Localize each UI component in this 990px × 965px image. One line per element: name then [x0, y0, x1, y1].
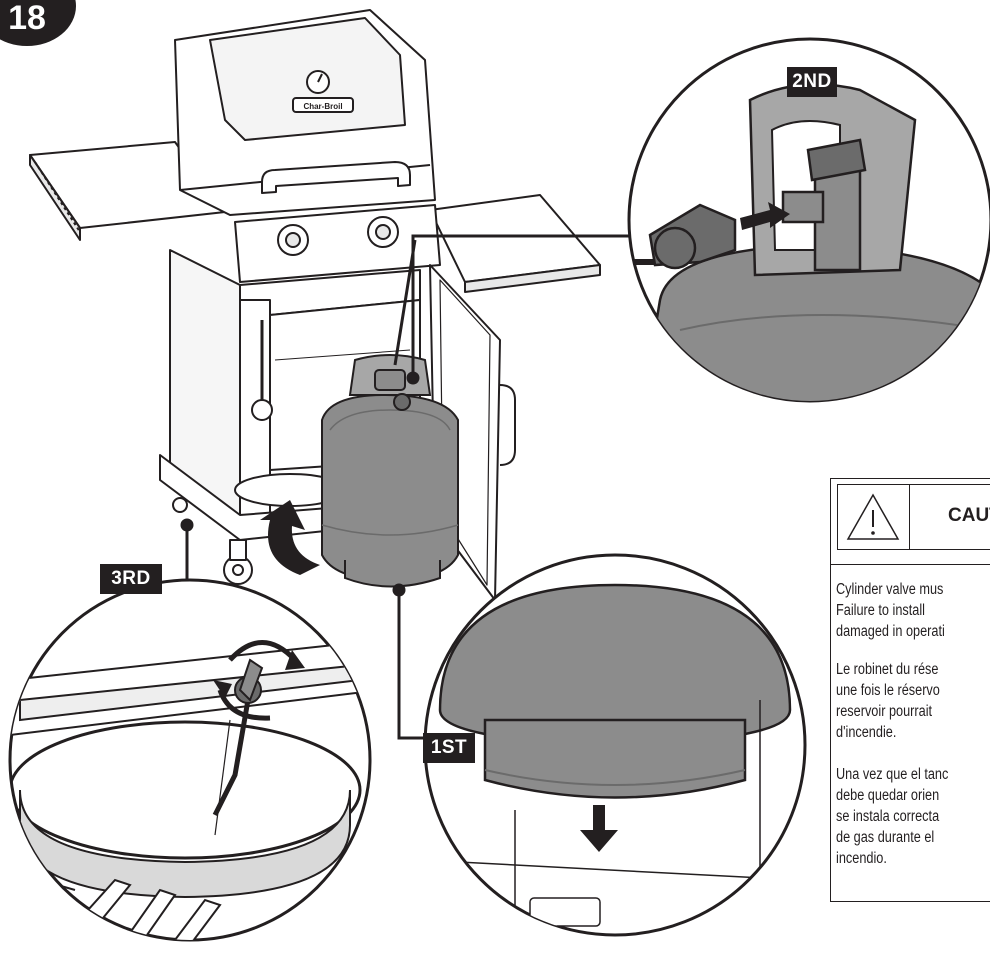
push-arrow [740, 202, 790, 230]
step-number: 18 [8, 0, 46, 37]
caution-box: CAUTI Cylinder valve mus Failure to inst… [830, 478, 990, 902]
caution-header: CAUTI [837, 484, 990, 550]
propane-tank [321, 239, 459, 588]
grill-brand-logo: Char-Broil [303, 102, 342, 111]
step-label-2nd: 2ND [787, 67, 837, 97]
grill-illustration: Char-Broil [29, 9, 601, 601]
caution-title: CAUTI [948, 505, 990, 526]
step-number-badge: 18 [0, 0, 76, 46]
warning-triangle-icon [838, 485, 910, 549]
step-label-3rd: 3RD [100, 564, 162, 594]
down-arrow [580, 805, 618, 852]
lid-handle [261, 161, 411, 194]
rotate-arrow [228, 640, 297, 662]
detail-circle-3rd [8, 578, 372, 942]
step-label-1st: 1ST [423, 733, 475, 763]
curved-arrow [260, 500, 320, 575]
tank-ring [19, 789, 351, 899]
caution-text-es: Una vez que el tanc debe quedar orien se… [836, 766, 949, 867]
caution-text-fr: Le robinet du rése une fois le réservo r… [836, 661, 940, 741]
caution-text-en: Cylinder valve mus Failure to install da… [836, 581, 945, 640]
detail-circle-1st [423, 553, 807, 937]
